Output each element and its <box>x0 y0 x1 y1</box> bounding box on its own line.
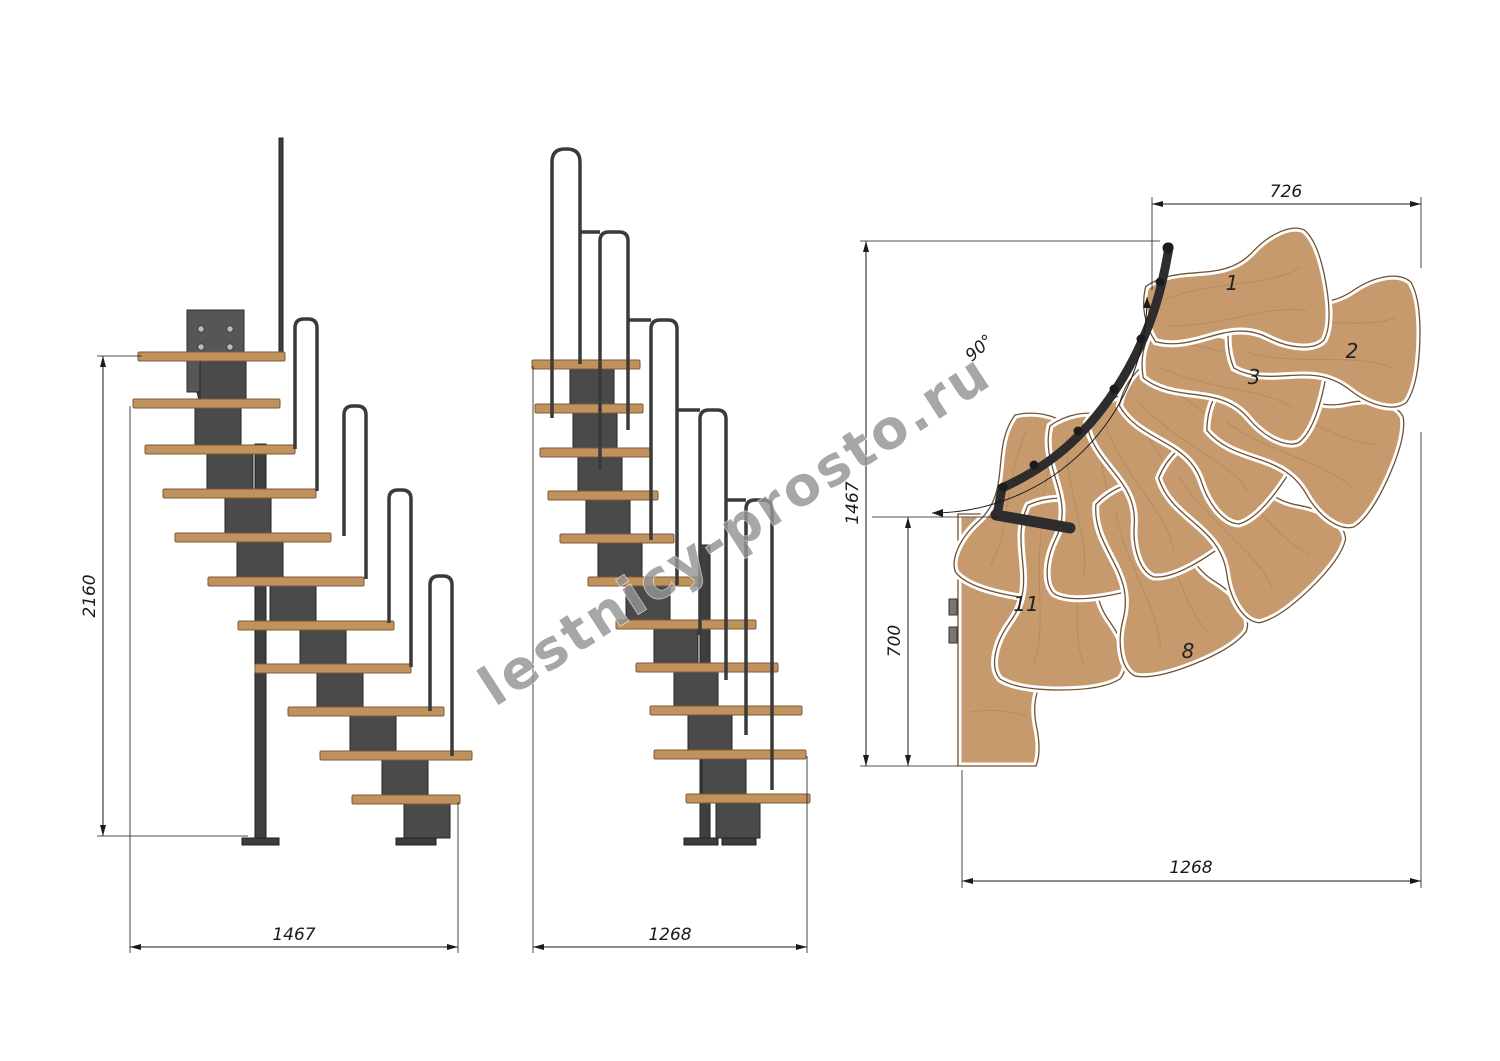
dim-plan-left: 1467 <box>843 481 863 524</box>
step-number-2: 2 <box>1346 339 1359 363</box>
top-railing-post <box>278 137 284 355</box>
side-treads <box>132 351 473 805</box>
column-base-plate <box>683 837 719 846</box>
step-number-8: 8 <box>1182 639 1195 663</box>
side-dimensions: 2160 1467 <box>80 355 459 953</box>
bolt-hole <box>226 343 234 351</box>
bolt-hole <box>226 325 234 333</box>
wall-bracket <box>948 626 958 644</box>
front-step-modules <box>569 368 761 839</box>
wall-bracket <box>948 598 958 616</box>
column-base-plate <box>721 837 757 846</box>
side-handrail <box>293 317 454 756</box>
dim-plan-top: 726 <box>1270 182 1303 202</box>
plan-dimensions: 726 1467 700 1268 90° <box>843 182 1422 888</box>
bolt-hole <box>197 325 205 333</box>
dim-side-width: 1467 <box>272 925 315 945</box>
column-base-plate <box>241 837 280 846</box>
watermark-text: lestnicy-prosto.ru <box>468 341 1003 719</box>
dim-side-height: 2160 <box>80 574 100 617</box>
plan-handrail <box>990 242 1174 534</box>
plan-step-numbers: 1 2 3 8 11 <box>1013 271 1358 663</box>
side-elevation-view <box>132 137 473 846</box>
dim-front-width: 1268 <box>648 925 691 945</box>
bolt-hole <box>197 343 205 351</box>
front-treads <box>531 359 811 804</box>
front-dimensions: 1268 <box>532 366 808 953</box>
front-elevation-view <box>531 147 811 846</box>
step-number-1: 1 <box>1226 271 1239 295</box>
plan-treads <box>950 224 1422 690</box>
plan-view: 1 2 3 8 11 726 1467 7 <box>843 182 1422 888</box>
step-number-11: 11 <box>1013 592 1038 616</box>
front-handrail <box>550 147 774 790</box>
step-number-3: 3 <box>1248 365 1261 389</box>
dim-plan-bottom: 1268 <box>1169 858 1212 878</box>
dim-plan-inner: 700 <box>885 625 905 657</box>
column-base-plate <box>395 837 437 846</box>
